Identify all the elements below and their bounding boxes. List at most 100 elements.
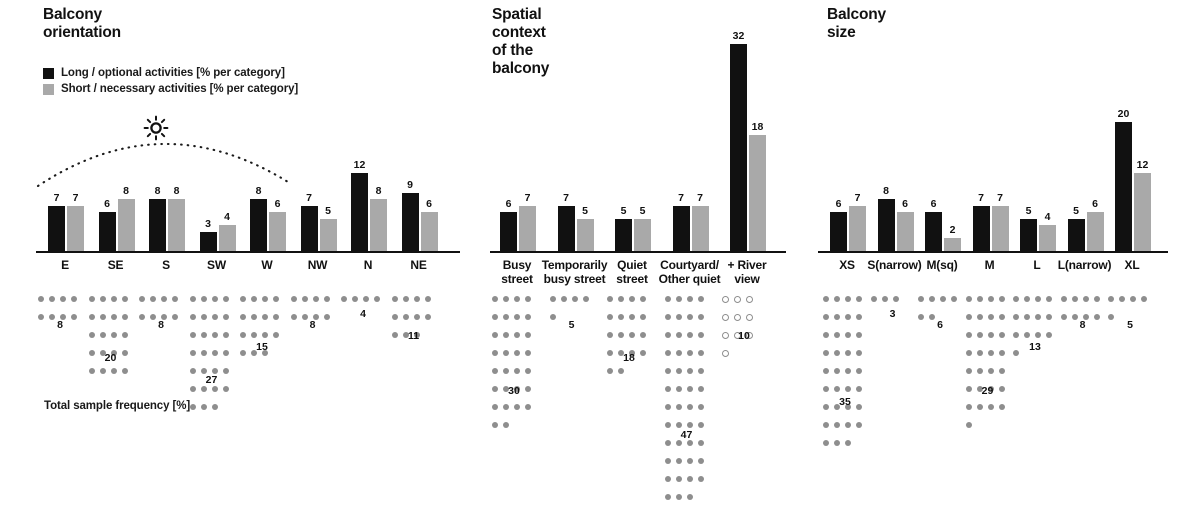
- dot-filled: [640, 350, 646, 356]
- dot-filled: [172, 314, 178, 320]
- chart-baseline-axis: [818, 251, 1168, 253]
- dot-count-label: 10: [738, 330, 750, 342]
- category-label: XL: [1124, 258, 1140, 272]
- dot-filled: [189, 368, 196, 374]
- dot-filled: [363, 296, 369, 302]
- dot-filled: [200, 314, 207, 320]
- dot-filled: [121, 350, 128, 356]
- dot-filled: [121, 368, 128, 374]
- dot-filled: [1093, 296, 1100, 302]
- dot-filled: [1093, 314, 1100, 320]
- dot-filled: [823, 386, 829, 392]
- dot-filled: [1108, 314, 1114, 320]
- dot-filled: [99, 314, 106, 320]
- bar-value-label: 5: [620, 204, 627, 217]
- footnote-total-sample-frequency: Total sample frequency [%]: [44, 400, 191, 412]
- dot-filled: [951, 296, 957, 302]
- dot-filled: [503, 386, 509, 392]
- dot-filled: [172, 296, 178, 302]
- dot-filled: [110, 350, 117, 356]
- dot-filled: [856, 332, 862, 338]
- bar-short: [944, 238, 961, 251]
- bar-long: [500, 212, 517, 251]
- dot-filled: [686, 314, 693, 320]
- dot-filled: [976, 350, 983, 356]
- dot-filled: [664, 332, 671, 338]
- category-label: E: [61, 258, 69, 272]
- dot-filled: [222, 332, 229, 338]
- bar-long: [877, 199, 895, 251]
- bar-value-label: 12: [1136, 159, 1149, 172]
- bar-value-label: 6: [1092, 198, 1098, 211]
- dot-filled: [675, 458, 682, 464]
- bar-value-label: 5: [1073, 204, 1079, 217]
- bar-short: [634, 218, 651, 251]
- dot-matrix-group: 47: [664, 296, 710, 512]
- dot-filled: [222, 314, 229, 320]
- dot-filled: [675, 494, 682, 500]
- category-label: L: [1033, 258, 1041, 272]
- dot-filled: [845, 332, 851, 338]
- dot-hollow: [722, 296, 729, 303]
- dot-filled: [549, 296, 556, 302]
- dot-filled: [525, 404, 531, 410]
- dot-filled: [965, 386, 972, 392]
- dot-filled: [976, 368, 983, 374]
- category-label: SW: [207, 258, 226, 272]
- dot-count-label: 3: [889, 308, 896, 320]
- dot-filled: [834, 422, 840, 428]
- dot-matrix-group: 8: [290, 296, 336, 332]
- bar-value-label: 6: [930, 198, 937, 211]
- bar-long: [925, 212, 942, 251]
- dot-filled: [1082, 314, 1089, 320]
- bar-short: [218, 225, 236, 251]
- dot-filled: [965, 404, 972, 410]
- dot-filled: [845, 314, 851, 320]
- dot-filled: [675, 368, 682, 374]
- dot-filled: [1035, 296, 1041, 302]
- dot-filled: [503, 332, 509, 338]
- dot-filled: [514, 332, 520, 338]
- dot-filled: [251, 314, 257, 320]
- dot-filled: [629, 350, 635, 356]
- dot-filled: [341, 296, 347, 302]
- bar-value-label: 20: [1117, 107, 1130, 120]
- dot-filled: [189, 386, 196, 392]
- dot-filled: [492, 332, 498, 338]
- dot-filled: [929, 296, 935, 302]
- dot-filled: [881, 296, 888, 302]
- dot-count-label: 29: [981, 385, 994, 397]
- dot-filled: [110, 314, 117, 320]
- dot-filled: [413, 296, 420, 302]
- dot-filled: [664, 476, 671, 482]
- dot-filled: [607, 368, 613, 374]
- dot-count-label: 8: [158, 319, 164, 331]
- dot-filled: [1046, 314, 1052, 320]
- dot-filled: [503, 422, 509, 428]
- dot-filled: [1013, 314, 1019, 320]
- dot-filled: [150, 296, 156, 302]
- dot-filled: [987, 296, 994, 302]
- category-label: L(narrow): [1057, 258, 1112, 272]
- dot-filled: [697, 440, 704, 446]
- dot-filled: [1024, 332, 1030, 338]
- dot-matrix-group: 4: [341, 296, 386, 320]
- category-label: Busy street: [501, 258, 533, 286]
- bar-value-label: 5: [325, 204, 331, 217]
- dot-filled: [99, 296, 106, 302]
- dot-filled: [664, 350, 671, 356]
- legend-label-short: Short / necessary activities [% per cate…: [61, 83, 299, 95]
- dot-filled: [686, 368, 693, 374]
- dot-filled: [211, 296, 218, 302]
- category-label: N: [363, 258, 373, 272]
- dot-filled: [99, 368, 106, 374]
- dot-matrix-group: 5: [549, 296, 595, 332]
- dot-filled: [391, 332, 398, 338]
- dot-filled: [200, 296, 207, 302]
- dot-filled: [240, 296, 246, 302]
- page-title-spatial-context: Spatial context of the balcony: [492, 6, 550, 77]
- bar-value-label: 6: [835, 198, 842, 211]
- dot-count-label: 6: [937, 319, 943, 331]
- dot-filled: [290, 314, 297, 320]
- bar-value-label: 4: [1044, 211, 1051, 224]
